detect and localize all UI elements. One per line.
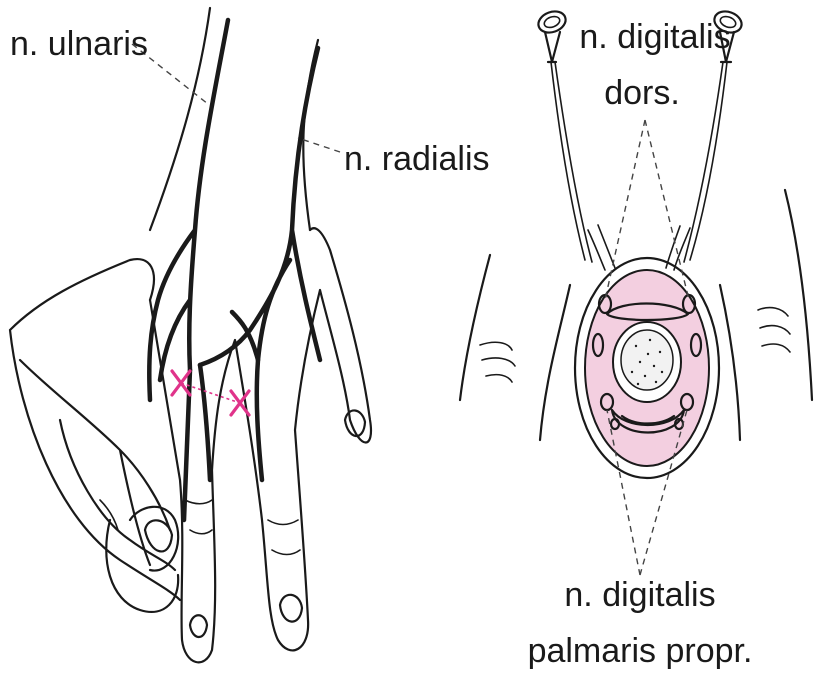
- skin-folds: [588, 225, 690, 270]
- ulnar-nerve-path: [149, 20, 228, 400]
- examiner-thumb-outline: [20, 360, 178, 571]
- label-digitalis-palmaris-line2: palmaris propr.: [528, 632, 753, 670]
- adjacent-finger-left: [460, 255, 570, 440]
- bone-marrow: [621, 330, 673, 390]
- knuckle-creases: [100, 500, 300, 555]
- label-ulnaris: n. ulnaris: [10, 25, 148, 63]
- adjacent-finger-right-creases: [758, 308, 790, 352]
- fingernail-outline: [145, 410, 365, 637]
- adjacent-finger-right: [720, 190, 812, 440]
- label-radialis: n. radialis: [344, 140, 490, 178]
- label-digitalis-palmaris-line1: n. digitalis: [564, 576, 715, 614]
- label-digitalis-dorsalis-line1: n. digitalis: [579, 18, 730, 56]
- hand-illustration: n. ulnaris n. radialis: [10, 8, 490, 662]
- adjacent-finger-left-creases: [480, 342, 515, 382]
- finger-cross-section-illustration: n. digitalis dors. n. digitalis palmaris…: [460, 8, 812, 670]
- label-digitalis-dorsalis-line2: dors.: [604, 74, 680, 112]
- injection-sites: [172, 371, 249, 415]
